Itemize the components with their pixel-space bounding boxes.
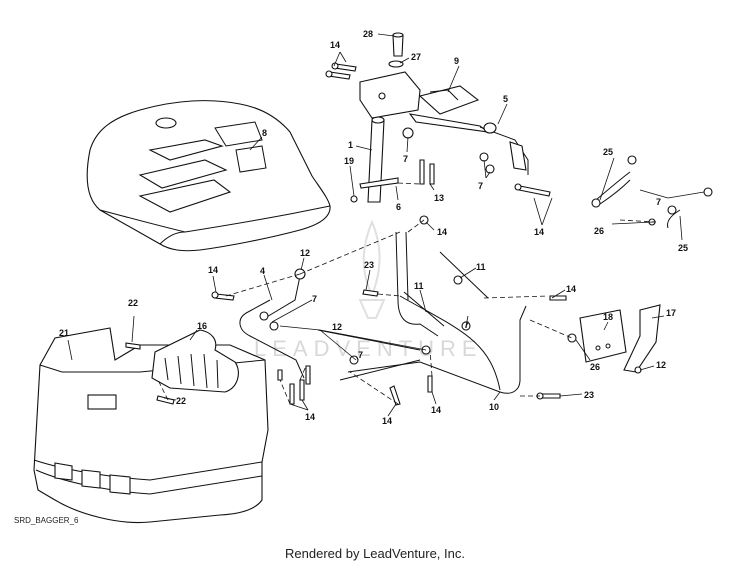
leader-lines — [67, 33, 705, 417]
callout-26: 26 — [590, 362, 600, 372]
callout-16: 16 — [197, 321, 207, 331]
callout-25: 25 — [603, 147, 613, 157]
callout-14: 14 — [534, 227, 544, 237]
render-credit-footer: Rendered by LeadVenture, Inc. — [285, 546, 465, 561]
part-bracket-assembly — [359, 71, 491, 139]
callout-1: 1 — [348, 140, 353, 150]
part-deflector-plate — [151, 329, 239, 393]
callout-17: 17 — [666, 308, 676, 318]
leadventure-watermark: LEADVENTURE — [254, 219, 483, 361]
callout-19: 19 — [344, 156, 354, 166]
part-frame-rods — [239, 231, 527, 394]
callout-7: 7 — [403, 154, 408, 164]
callout-14: 14 — [437, 227, 447, 237]
callout-14: 14 — [208, 265, 218, 275]
callout-22: 22 — [176, 396, 186, 406]
callout-11: 11 — [476, 262, 486, 272]
callout-4: 4 — [260, 266, 265, 276]
callout-14: 14 — [305, 412, 315, 422]
callout-14: 14 — [431, 405, 441, 415]
callout-23: 23 — [364, 260, 374, 270]
callout-14: 14 — [382, 416, 392, 426]
part-tube — [367, 116, 385, 203]
hardware-fasteners — [125, 62, 713, 406]
callout-6: 6 — [396, 202, 401, 212]
part-pin-and-ring — [388, 32, 404, 68]
callout-14: 14 — [566, 284, 576, 294]
part-clip-pins — [591, 171, 681, 229]
callout-12: 12 — [332, 322, 342, 332]
callout-12: 12 — [656, 360, 666, 370]
callout-13: 13 — [434, 193, 444, 203]
part-hood-cover — [86, 100, 331, 252]
callout-7: 7 — [656, 197, 661, 207]
callout-10: 10 — [489, 402, 499, 412]
callout-25: 25 — [678, 243, 688, 253]
part-plate-bracket — [579, 304, 661, 373]
callout-7: 7 — [312, 294, 317, 304]
callout-12: 12 — [300, 248, 310, 258]
callout-11: 11 — [414, 281, 424, 291]
part-bag-container — [33, 327, 269, 524]
diagram-reference-code: SRD_BAGGER_6 — [14, 516, 79, 525]
callout-5: 5 — [503, 94, 508, 104]
callout-14: 14 — [330, 40, 340, 50]
callout-27: 27 — [411, 52, 421, 62]
callout-9: 9 — [454, 56, 459, 66]
part-lift-rod — [479, 122, 529, 175]
callout-18: 18 — [603, 312, 613, 322]
callout-7: 7 — [464, 320, 469, 330]
watermark-text: LEADVENTURE — [254, 336, 483, 361]
callout-23: 23 — [584, 390, 594, 400]
callout-7: 7 — [358, 350, 363, 360]
callout-labels: 28 27 14 9 5 8 1 7 19 6 13 7 14 25 7 26 … — [59, 29, 688, 426]
callout-8: 8 — [262, 128, 267, 138]
callout-22: 22 — [128, 298, 138, 308]
assembly-dashed-lines — [157, 182, 657, 405]
callout-21: 21 — [59, 328, 69, 338]
callout-7: 7 — [478, 181, 483, 191]
callout-28: 28 — [363, 29, 373, 39]
callout-26: 26 — [594, 226, 604, 236]
